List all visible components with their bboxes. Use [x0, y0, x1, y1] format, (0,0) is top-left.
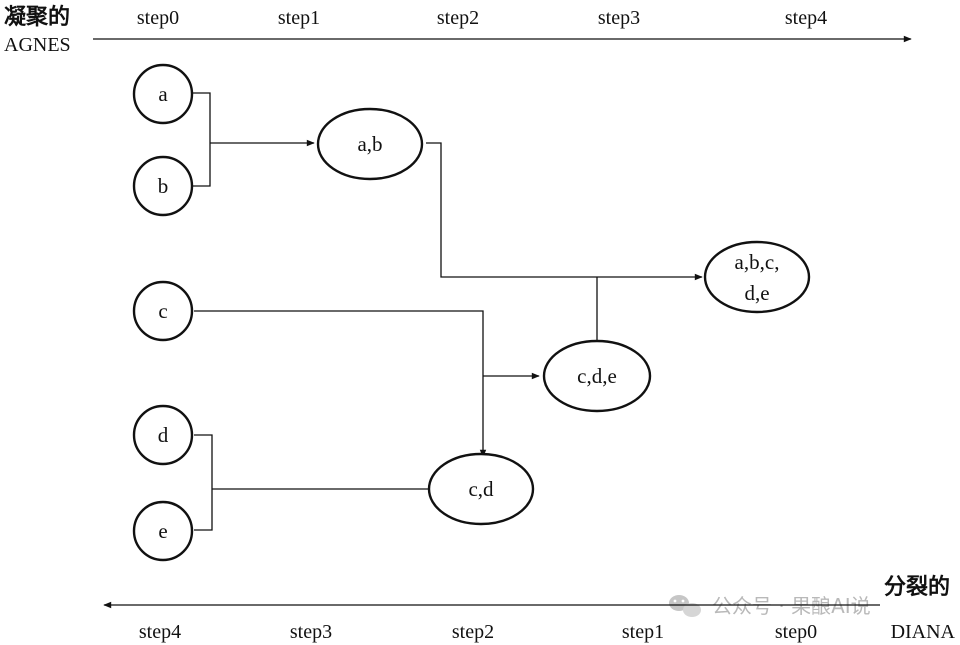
node-e: e: [132, 500, 194, 562]
merge-edges: [192, 92, 703, 531]
bottom-step-label-2: step2: [452, 621, 494, 643]
edge-ab-to-abcde: [426, 142, 703, 281]
edge-c-to-cd: [194, 310, 487, 458]
node-c-shape: [132, 280, 194, 342]
divisive-title: 分裂的: [884, 574, 950, 600]
top-step-label-3: step3: [598, 7, 640, 29]
node-b-shape: [132, 155, 194, 217]
bottom-step-label-4: step0: [775, 621, 817, 643]
top-step-label-2: step2: [437, 7, 479, 29]
node-cde: c,d,e: [542, 339, 652, 413]
node-c-label: c: [158, 299, 167, 323]
divisive-method: DIANA: [891, 621, 956, 643]
bottom-step-label-0: step4: [139, 621, 181, 643]
bracket-a-b: [192, 92, 211, 187]
node-cd-label: c,d: [468, 477, 494, 501]
node-cd-shape: [427, 452, 535, 526]
node-abcde-label-line1: a,b,c,: [735, 250, 780, 274]
watermark: 公众号 · 果酿AI说: [669, 594, 871, 618]
node-d-shape: [132, 404, 194, 466]
watermark-text: 公众号 · 果酿AI说: [712, 594, 871, 618]
node-ab-shape: [316, 107, 424, 181]
node-ab-label: a,b: [357, 132, 382, 156]
bottom-step-label-1: step3: [290, 621, 332, 643]
node-abcde-shape: [703, 240, 811, 314]
top-step-label-1: step1: [278, 7, 320, 29]
node-b: b: [132, 155, 194, 217]
node-b-label: b: [158, 174, 169, 198]
agglomerative-method: AGNES: [4, 34, 71, 56]
node-cde-label: c,d,e: [577, 364, 617, 388]
node-a-shape: [132, 63, 194, 125]
agglomerative-title: 凝聚的: [4, 4, 70, 30]
node-a-label: a: [158, 82, 168, 106]
node-ab: a,b: [316, 107, 424, 181]
top-step-label-0: step0: [137, 7, 179, 29]
wechat-icon: [669, 595, 701, 617]
node-cde-shape: [542, 339, 652, 413]
node-d-label: d: [158, 423, 169, 447]
node-e-shape: [132, 500, 194, 562]
node-cd: c,d: [427, 452, 535, 526]
node-d: d: [132, 404, 194, 466]
bottom-step-label-3: step1: [622, 621, 664, 643]
node-abcde: a,b,c, d,e: [703, 240, 811, 314]
node-abcde-label-line2: d,e: [744, 281, 769, 305]
node-a: a: [132, 63, 194, 125]
bracket-d-e: [194, 434, 213, 531]
node-c: c: [132, 280, 194, 342]
node-e-label: e: [158, 519, 167, 543]
top-step-label-4: step4: [785, 7, 827, 29]
